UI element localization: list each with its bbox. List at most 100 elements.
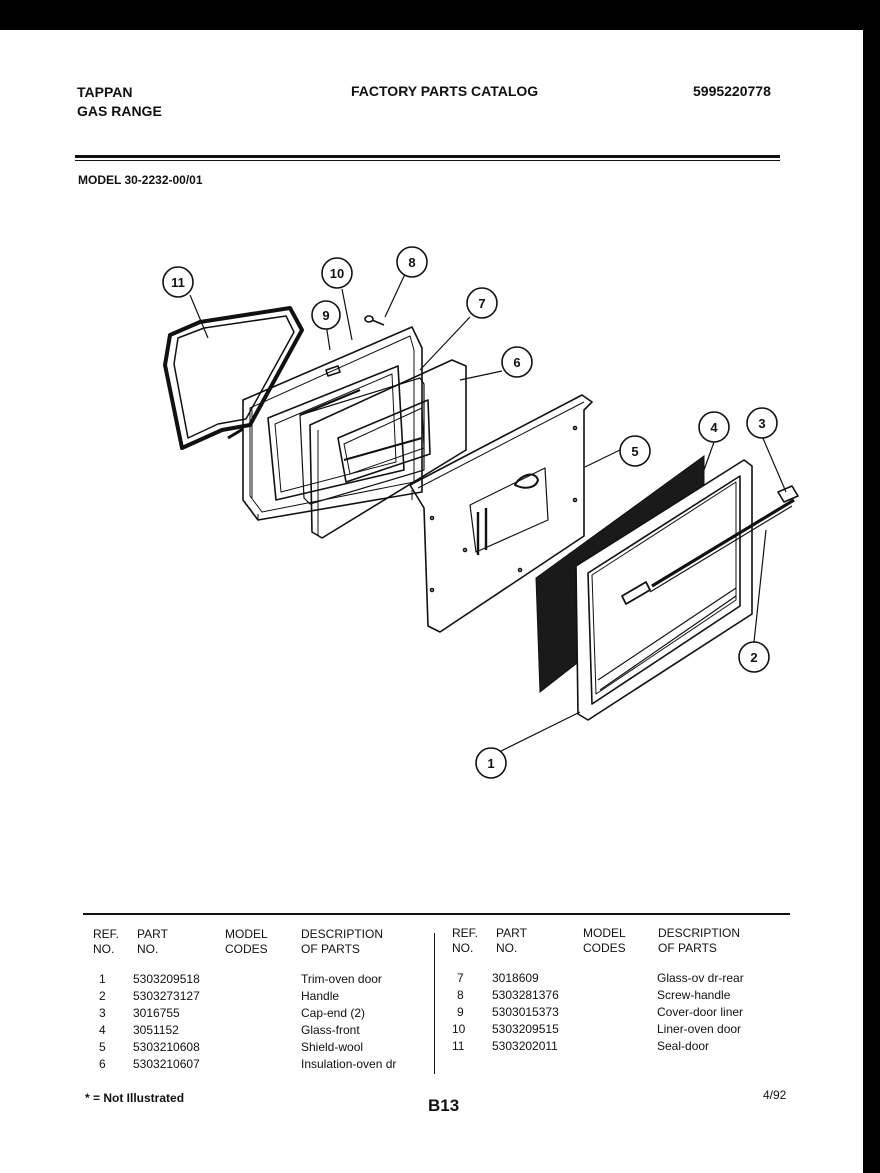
product-type: GAS RANGE xyxy=(77,103,162,119)
callout-6: 6 xyxy=(501,346,533,378)
part-no: 3016755 xyxy=(133,1006,180,1020)
header-ref-line2: NO. xyxy=(93,942,115,956)
part-cover-door-liner xyxy=(325,365,341,377)
svg-text:10: 10 xyxy=(330,266,344,281)
callout-9: 9 xyxy=(311,300,341,330)
part-handle xyxy=(649,498,795,593)
callout-3: 3 xyxy=(746,407,778,439)
callout-4: 4 xyxy=(698,411,730,443)
header-ref-no-right: REF. NO. xyxy=(452,926,478,956)
ref-no: 11 xyxy=(452,1039,465,1053)
header-model-line2: CODES xyxy=(225,942,268,956)
header-desc-line2: OF PARTS xyxy=(301,942,360,956)
table-column-divider xyxy=(434,933,435,1074)
ref-no: 6 xyxy=(99,1057,106,1071)
header-part-no-right: PART NO. xyxy=(496,926,527,956)
header-part-line2: NO. xyxy=(137,942,159,956)
callout-2: 2 xyxy=(738,641,770,673)
header-description-right: DESCRIPTION OF PARTS xyxy=(658,926,740,956)
page-id: B13 xyxy=(428,1096,460,1115)
catalog-page: TAPPAN GAS RANGE FACTORY PARTS CATALOG 5… xyxy=(0,30,863,1173)
header-ref-line2: NO. xyxy=(452,941,474,955)
header-model-line1: MODEL xyxy=(225,927,268,941)
catalog-number: 5995220778 xyxy=(693,83,771,99)
header-part-line1: PART xyxy=(496,926,527,940)
ref-no: 4 xyxy=(99,1023,106,1037)
ref-no: 8 xyxy=(457,988,464,1002)
description: Shield-wool xyxy=(301,1040,364,1054)
header-ref-no: REF. NO. xyxy=(93,927,119,957)
svg-text:1: 1 xyxy=(487,756,494,771)
svg-text:9: 9 xyxy=(322,308,329,323)
description: Liner-oven door xyxy=(657,1022,742,1036)
description: Cap-end (2) xyxy=(301,1006,366,1020)
header-part-no: PART NO. xyxy=(137,927,168,957)
part-no: 5303210608 xyxy=(133,1040,200,1054)
part-no: 3018609 xyxy=(492,971,539,985)
ref-no: 9 xyxy=(457,1005,464,1019)
leader-lines xyxy=(189,273,787,757)
svg-text:8: 8 xyxy=(408,255,415,270)
description: Trim-oven door xyxy=(301,972,382,986)
part-no: 5303202011 xyxy=(492,1039,558,1053)
description: Glass-front xyxy=(301,1023,360,1037)
header-desc-line2: OF PARTS xyxy=(658,941,717,955)
ref-no: 5 xyxy=(99,1040,106,1054)
part-no: 5303209515 xyxy=(492,1022,559,1036)
part-screw-handle xyxy=(364,315,385,326)
callout-10: 10 xyxy=(321,257,353,289)
part-seal-door xyxy=(163,306,304,450)
header-model-line2: CODES xyxy=(583,941,626,955)
part-no: 5303273127 xyxy=(133,989,200,1003)
ref-no: 3 xyxy=(99,1006,106,1020)
header-description: DESCRIPTION OF PARTS xyxy=(301,927,383,957)
header-ref-line1: REF. xyxy=(452,926,479,940)
part-shield-wool xyxy=(409,394,593,633)
svg-text:6: 6 xyxy=(513,355,520,370)
ref-no: 1 xyxy=(99,972,106,986)
description: Insulation-oven dr xyxy=(301,1057,397,1071)
callout-8: 8 xyxy=(396,246,428,278)
header-model-codes: MODEL CODES xyxy=(225,927,268,957)
svg-text:4: 4 xyxy=(710,420,718,435)
part-liner-oven-door xyxy=(242,326,423,521)
ref-no: 2 xyxy=(99,989,106,1003)
svg-text:7: 7 xyxy=(478,296,485,311)
part-no: 5303015373 xyxy=(492,1005,559,1019)
callout-7: 7 xyxy=(466,287,498,319)
not-illustrated-note: * = Not Illustrated xyxy=(85,1091,185,1105)
callout-11: 11 xyxy=(162,266,194,298)
ref-no: 7 xyxy=(457,971,464,985)
header-ref-line1: REF. xyxy=(93,927,120,941)
ref-no: 10 xyxy=(452,1022,466,1036)
description: Handle xyxy=(301,989,340,1003)
catalog-title: FACTORY PARTS CATALOG xyxy=(351,83,539,99)
part-no: 5303281376 xyxy=(492,988,559,1002)
brand-name: TAPPAN xyxy=(77,84,133,100)
header-part-line1: PART xyxy=(137,927,168,941)
svg-text:5: 5 xyxy=(631,444,638,459)
revision-date: 4/92 xyxy=(763,1088,787,1102)
header-rule-thin xyxy=(75,160,780,161)
header-part-line2: NO. xyxy=(496,941,518,955)
description: Seal-door xyxy=(657,1039,710,1053)
svg-text:3: 3 xyxy=(758,416,765,431)
svg-text:2: 2 xyxy=(750,650,757,665)
part-inner-panel xyxy=(309,359,467,539)
callout-5: 5 xyxy=(619,435,651,467)
header-model-line1: MODEL xyxy=(583,926,626,940)
description: Screw-handle xyxy=(657,988,731,1002)
part-cap-end xyxy=(777,485,799,503)
model-number: MODEL 30-2232-00/01 xyxy=(78,173,203,187)
header-model-codes-right: MODEL CODES xyxy=(583,926,626,956)
callout-1: 1 xyxy=(475,747,507,779)
header-desc-line1: DESCRIPTION xyxy=(658,926,741,940)
part-trim-oven-door xyxy=(575,459,753,721)
header-rule xyxy=(75,155,780,158)
part-no: 5303210607 xyxy=(133,1057,200,1071)
part-no: 3051152 xyxy=(133,1023,179,1037)
part-glass-rear xyxy=(299,377,425,505)
table-top-rule xyxy=(83,913,790,915)
description: Cover-door liner xyxy=(657,1005,744,1019)
description: Glass-ov dr-rear xyxy=(657,971,744,985)
